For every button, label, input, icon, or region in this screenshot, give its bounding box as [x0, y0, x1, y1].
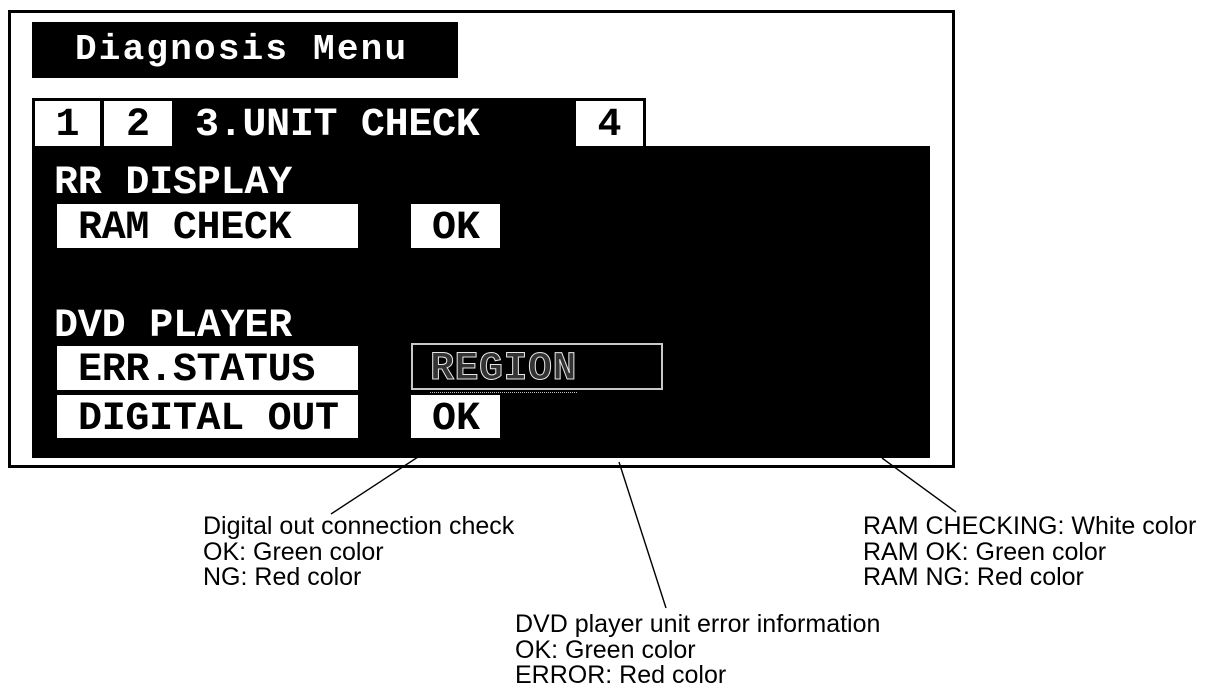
section-heading-dvd-player: DVD PLAYER: [54, 304, 293, 349]
callout-line-digital-out: [330, 454, 422, 515]
err-status-value-box: REGION: [411, 343, 663, 393]
menu-title-bar: Diagnosis Menu: [32, 22, 458, 78]
callout-line-ram-check: [881, 457, 957, 513]
ram-check-label: RAM CHECK: [57, 204, 358, 251]
err-status-label: ERR.STATUS: [57, 346, 358, 393]
tab-1[interactable]: 1: [35, 101, 100, 148]
menu-title: Diagnosis Menu: [75, 29, 409, 70]
callout-digital-out: Digital out connection check OK: Green c…: [203, 512, 515, 591]
section-heading-rr-display: RR DISPLAY: [54, 161, 293, 206]
callout-ram-checking: RAM CHECKING: White color: [863, 512, 1197, 540]
digital-out-label: DIGITAL OUT: [57, 395, 358, 442]
callout-digital-out-title: Digital out connection check: [203, 512, 515, 540]
callout-ram-check: RAM CHECKING: White color RAM OK: Green …: [863, 512, 1197, 591]
callout-digital-out-ok: OK: Green color: [203, 537, 384, 566]
callout-ram-ok: RAM OK: Green color: [863, 537, 1107, 566]
callout-dvd-error-ok: OK: Green color: [515, 635, 696, 664]
callout-line-dvd-error: [618, 461, 667, 609]
callout-dvd-error: DVD player unit error information OK: Gr…: [515, 610, 881, 689]
digital-out-status: OK: [411, 395, 500, 442]
tab-2[interactable]: 2: [104, 101, 172, 148]
callout-dvd-error-title: DVD player unit error information: [515, 610, 881, 638]
err-status-value: REGION: [429, 347, 578, 393]
diagnosis-screen-frame: [8, 10, 955, 468]
callout-digital-out-ng: NG: Red color: [203, 563, 362, 591]
tab-unit-check-active[interactable]: 3.UNIT CHECK: [195, 103, 480, 148]
callout-ram-ng: RAM NG: Red color: [863, 563, 1084, 591]
tab-4[interactable]: 4: [576, 101, 643, 148]
ram-check-status: OK: [411, 204, 500, 251]
callout-dvd-error-error: ERROR: Red color: [515, 661, 727, 689]
